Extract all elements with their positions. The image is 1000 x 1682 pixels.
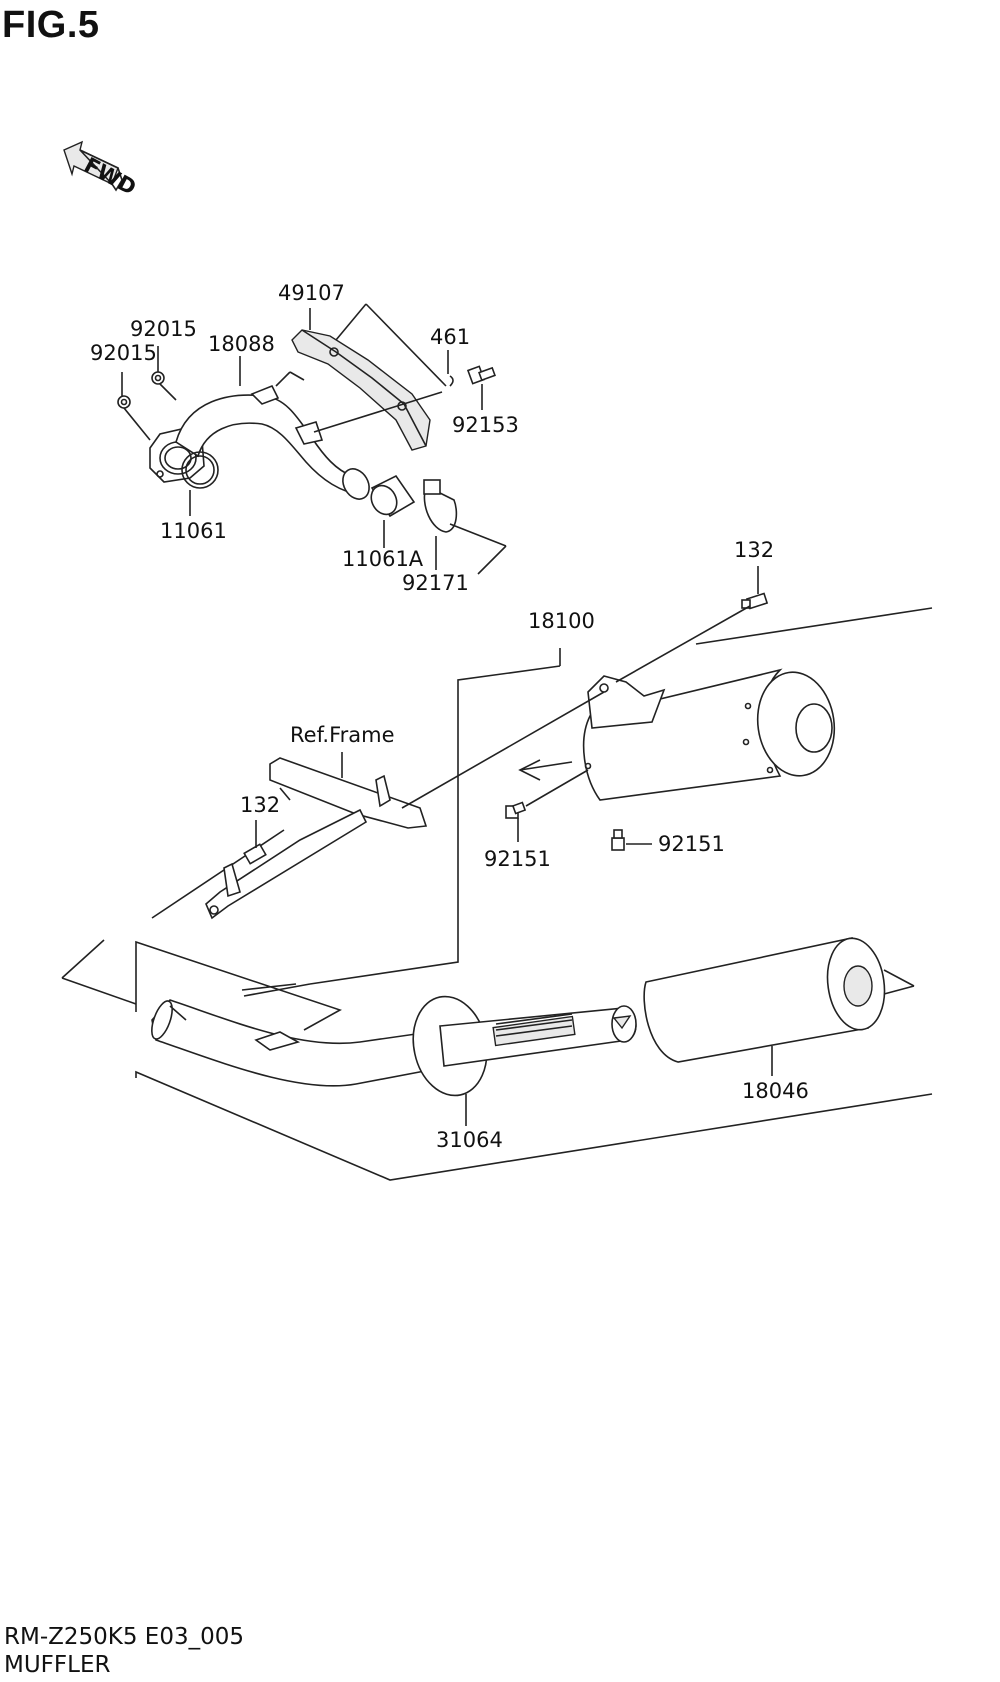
- part-label-92171: 92171: [402, 571, 469, 595]
- small-parts-upper: [117, 365, 496, 533]
- part-label-132-top: 132: [734, 538, 774, 562]
- diagram-code: RM-Z250K5 E03_005: [4, 1624, 245, 1650]
- figure-title: FIG.5: [2, 4, 100, 46]
- part-label-92153: 92153: [452, 413, 519, 437]
- part-label-11061a: 11061A: [342, 547, 424, 571]
- inner-pipe: [151, 999, 431, 1087]
- label-ref-frame: Ref.Frame: [290, 723, 395, 747]
- fwd-arrow-icon: FWD: [63, 140, 140, 200]
- part-label-11061: 11061: [160, 519, 227, 543]
- part-label-92015-lower: 92015: [90, 341, 157, 365]
- part-label-132-frame: 132: [240, 793, 280, 817]
- leader-lines-middle: [255, 566, 759, 848]
- part-label-461: 461: [430, 325, 470, 349]
- part-label-18100: 18100: [528, 609, 595, 633]
- baffle-31064: [412, 995, 637, 1097]
- part-label-92151-left: 92151: [484, 847, 551, 871]
- frame-bracket: [205, 757, 428, 920]
- part-label-18046: 18046: [742, 1079, 809, 1103]
- muffler-body-18100: [582, 668, 836, 801]
- part-label-92151-right: 92151: [658, 832, 725, 856]
- heat-guard-49107: [291, 329, 431, 451]
- part-label-92015-upper: 92015: [130, 317, 197, 341]
- assembly-outline-18100: [151, 607, 933, 997]
- leader-lines-lower: [465, 1046, 773, 1126]
- part-label-31064: 31064: [436, 1128, 503, 1152]
- diagram-name: MUFFLER: [4, 1652, 111, 1678]
- exhaust-pipe-18088: [149, 384, 370, 500]
- part-label-18088: 18088: [208, 332, 275, 356]
- silencer-shell-18046: [643, 937, 886, 1063]
- part-labels: 49107 92015 92015 18088 461 92153 11061 …: [90, 281, 809, 1152]
- fwd-label: FWD: [80, 153, 140, 200]
- part-label-49107: 49107: [278, 281, 345, 305]
- leader-lines-upper: [121, 303, 507, 575]
- assembly-outline-lower: [61, 939, 933, 1181]
